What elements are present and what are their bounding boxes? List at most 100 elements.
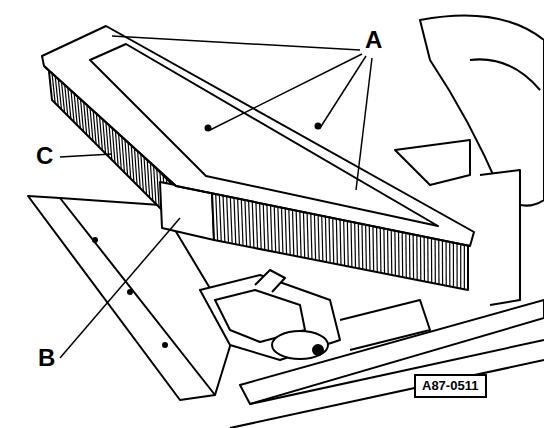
pleat	[383, 227, 385, 274]
pleat	[125, 138, 128, 176]
pleat	[343, 219, 345, 266]
filter-cover	[42, 26, 474, 246]
pleat	[227, 195, 229, 243]
pleat	[434, 237, 435, 283]
hose	[272, 331, 328, 359]
callout-letter: C	[34, 144, 55, 168]
pleat	[289, 208, 290, 255]
pleat	[380, 226, 382, 273]
pleat	[449, 240, 450, 286]
rivet	[93, 238, 97, 242]
pleat	[460, 243, 461, 289]
pleat	[350, 220, 352, 267]
pleat	[256, 201, 258, 249]
pleat	[340, 218, 341, 265]
pleat	[369, 224, 371, 271]
pleat	[238, 197, 240, 245]
pleat	[263, 202, 265, 250]
leader-line	[112, 36, 360, 50]
pleat	[296, 209, 297, 256]
pleat	[420, 234, 422, 280]
pleat	[354, 221, 356, 268]
pleat	[431, 237, 432, 283]
pleat	[216, 193, 218, 241]
rivet	[163, 343, 167, 347]
pleat	[464, 243, 465, 289]
pleat	[347, 219, 349, 266]
pleat	[405, 231, 407, 277]
pleat	[234, 196, 236, 244]
leader-line	[356, 58, 372, 190]
callout-letter: B	[36, 346, 57, 370]
bracket	[395, 140, 470, 185]
pleat	[325, 215, 326, 262]
pleat	[453, 241, 454, 287]
pleat	[394, 229, 396, 276]
pleat	[300, 210, 301, 257]
pleat	[427, 236, 429, 282]
pleat	[398, 230, 400, 277]
pleat	[252, 200, 254, 248]
pleat	[128, 141, 131, 179]
leader-line	[60, 218, 180, 358]
pleat	[322, 214, 323, 261]
pleat	[424, 235, 426, 281]
pleat	[260, 202, 262, 250]
pleat	[147, 160, 149, 198]
cover-clip	[206, 126, 211, 131]
rivet	[128, 290, 132, 294]
pleat	[387, 228, 389, 275]
pleat	[409, 232, 411, 278]
pleat	[245, 199, 247, 247]
pleat	[241, 198, 243, 246]
pleat	[445, 240, 446, 286]
pleat	[442, 239, 443, 285]
pleat	[292, 208, 293, 255]
engine-cover-edge	[470, 59, 540, 90]
pleat	[281, 206, 282, 253]
frame-bar-edge	[250, 340, 544, 404]
pleat	[376, 225, 378, 272]
figure-id-box: A87-0511	[414, 374, 487, 398]
pleat	[154, 166, 156, 204]
cover-panel	[90, 44, 438, 226]
leader-line	[320, 56, 366, 128]
pleat	[122, 134, 125, 172]
pleat	[223, 194, 225, 242]
pleat	[267, 203, 269, 251]
pleat	[336, 217, 337, 264]
pleat	[303, 211, 304, 258]
pleat	[230, 196, 232, 244]
pleat	[274, 205, 276, 253]
pleat	[413, 233, 415, 279]
pleat	[157, 169, 159, 207]
clip	[313, 345, 323, 355]
pleat	[134, 147, 137, 185]
leader-line	[60, 154, 112, 157]
pleat	[285, 207, 286, 254]
frame-bar-edge	[230, 360, 544, 428]
pleat	[271, 204, 273, 252]
pleat	[141, 153, 144, 191]
pleat	[365, 223, 367, 270]
pleat	[314, 213, 315, 260]
pleat	[416, 234, 418, 280]
callout-letter: A	[363, 28, 384, 52]
sensor	[255, 270, 285, 292]
pleat	[456, 242, 457, 288]
pleat	[278, 205, 279, 252]
housing-side	[480, 170, 520, 305]
pleat	[372, 225, 374, 272]
pleat	[358, 222, 360, 269]
pleat	[333, 217, 334, 264]
pleat	[150, 163, 152, 201]
pleat	[402, 231, 404, 278]
pleat	[138, 150, 141, 188]
pleat	[307, 211, 308, 258]
pleat	[391, 228, 393, 275]
leader-line	[210, 54, 362, 130]
pleat	[144, 157, 147, 195]
frame-bar	[240, 300, 544, 404]
